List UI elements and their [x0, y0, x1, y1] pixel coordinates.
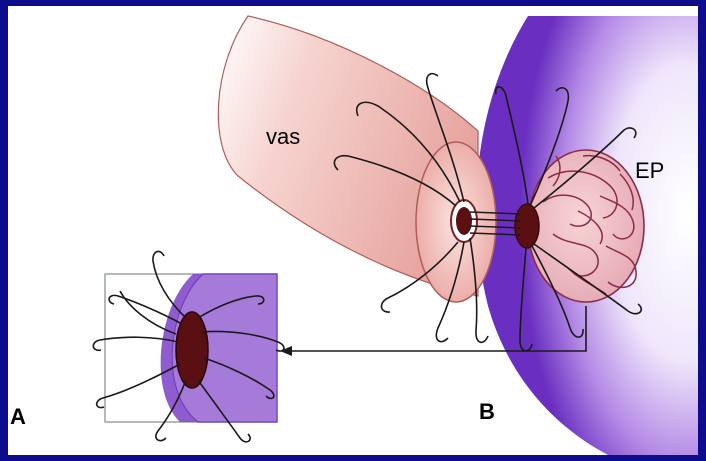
vas-label: vas: [266, 124, 300, 150]
panel-a-label: A: [10, 404, 26, 430]
vasoepididymostomy-illustration: [8, 6, 698, 455]
panel-b-label: B: [479, 399, 495, 425]
epididymis-label: EP: [635, 158, 664, 184]
vas-lumen: [456, 207, 472, 235]
diagram-canvas: vas EP A B: [8, 6, 698, 455]
inset-a: [93, 251, 284, 441]
